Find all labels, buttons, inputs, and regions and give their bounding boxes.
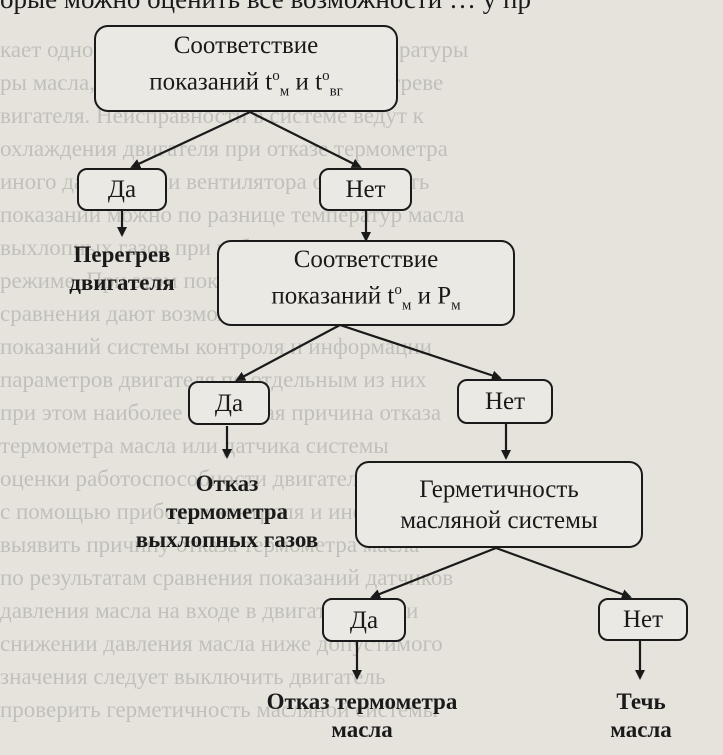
root-decision-box: Соответствие показаний tом и tовг — [94, 25, 398, 112]
result-oil-leak: Течь масла — [610, 689, 672, 742]
level1-no-box: Нет — [319, 168, 412, 211]
root-line1: Соответствие — [173, 31, 319, 59]
second-decision-box: Соответствие показаний tом и Pм — [217, 240, 515, 326]
level3-no-box: Нет — [598, 598, 688, 641]
node2-line1: Соответствие — [293, 246, 439, 274]
level1-yes-box: Да — [77, 168, 167, 211]
page-header-fragment: орые можно оценить все возможности … у п… — [0, 0, 723, 15]
level3-yes-box: Да — [322, 598, 406, 642]
node2-line2: показаний tом и Pм — [271, 282, 461, 314]
node3-line1: Герметичность — [419, 475, 579, 503]
node3-line2: масляной системы — [400, 506, 598, 534]
result-exhaust-thermometer-failure: Отказ термометра выхлопных газов — [135, 471, 319, 552]
level2-no-box: Нет — [457, 379, 553, 424]
result-oil-thermometer-failure: Отказ термометра масла — [266, 689, 458, 742]
root-line2: показаний tом и tовг — [149, 67, 343, 100]
third-decision-box: Герметичность масляной системы — [355, 461, 643, 548]
result-engine-overheat: Перегрев двигателя — [69, 242, 175, 295]
level2-yes-box: Да — [188, 381, 270, 425]
